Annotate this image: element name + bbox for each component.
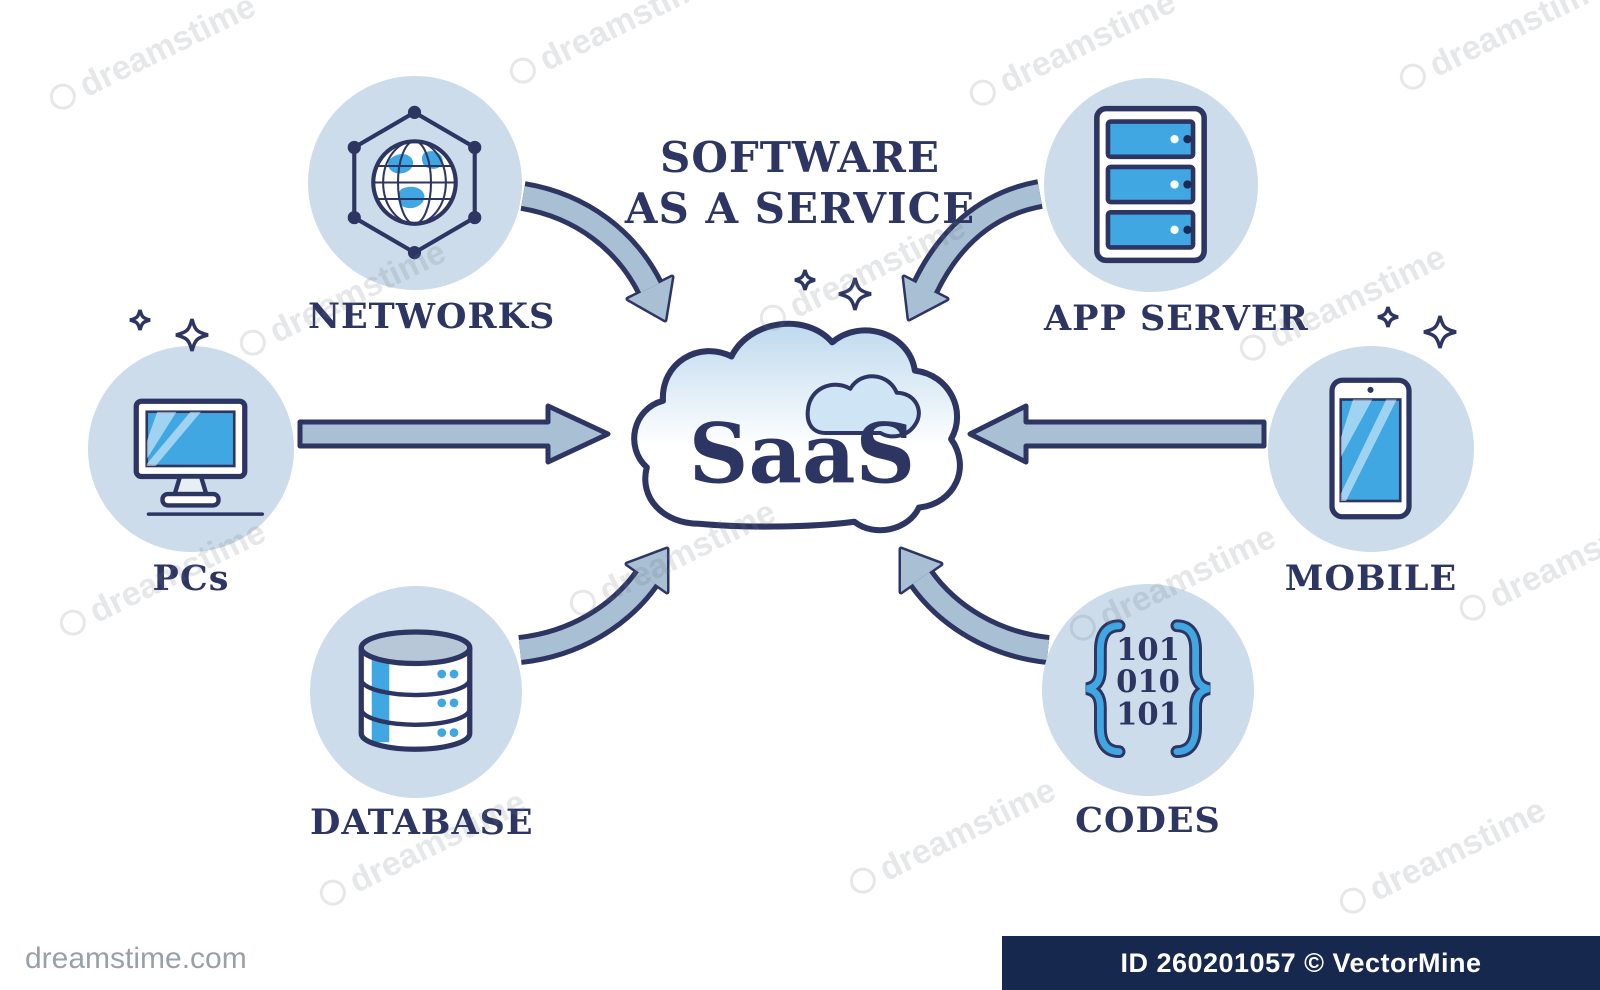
node-networks: NETWORKS (308, 76, 554, 337)
networks-label: NETWORKS (308, 296, 556, 337)
page-title: SOFTWARE AS A SERVICE (550, 132, 1050, 234)
server-icon (1094, 105, 1207, 264)
inner-cloud-icon (805, 374, 921, 439)
image-credit: ID 260201057 © VectorMine (1120, 947, 1482, 978)
tablet-icon (1329, 377, 1412, 520)
node-codes: 101 010 101 CODES (1042, 584, 1254, 841)
title-line1: SOFTWARE (660, 133, 940, 182)
node-pcs: PCs (88, 346, 294, 599)
sparkle-icon (129, 309, 209, 352)
code-braces-icon: 101 010 101 (1085, 619, 1211, 758)
globe-network-icon (347, 105, 482, 260)
arrow-pcs-to-cloud (297, 403, 611, 465)
binary-line-3: 101 (1116, 696, 1180, 732)
app-server-label: APP SERVER (1044, 298, 1309, 339)
sparkle-icon (1377, 306, 1457, 349)
credit-bar: ID 260201057 © VectorMine (1002, 936, 1600, 990)
arrow-database-to-cloud (518, 546, 670, 665)
monitor-icon (133, 398, 264, 516)
mobile-label: MOBILE (1284, 558, 1458, 599)
cloud-icon: SaaS (631, 320, 963, 534)
saas-cloud: SaaS (610, 296, 994, 562)
dreamstime-site-text: dreamstime.com (25, 942, 247, 975)
binary-line-2: 010 (1116, 664, 1180, 700)
codes-circle (1042, 584, 1254, 796)
database-label: DATABASE (310, 802, 534, 843)
node-database: DATABASE (310, 586, 533, 843)
binary-line-1: 101 (1116, 632, 1180, 668)
arrow-appserver-to-cloud (901, 179, 1044, 322)
codes-label: CODES (1075, 800, 1221, 841)
sparkle-icon (794, 269, 872, 311)
node-app-server: APP SERVER (1044, 78, 1308, 339)
arrow-networks-to-cloud (520, 181, 675, 323)
cloud-label: SaaS (689, 405, 915, 502)
node-mobile: MOBILE (1268, 346, 1474, 599)
title-line2: AS A SERVICE (624, 184, 976, 234)
arrow-mobile-to-cloud (967, 403, 1267, 465)
arrow-codes-to-cloud (898, 546, 1050, 665)
pcs-label: PCs (152, 558, 230, 599)
database-icon (358, 629, 473, 752)
